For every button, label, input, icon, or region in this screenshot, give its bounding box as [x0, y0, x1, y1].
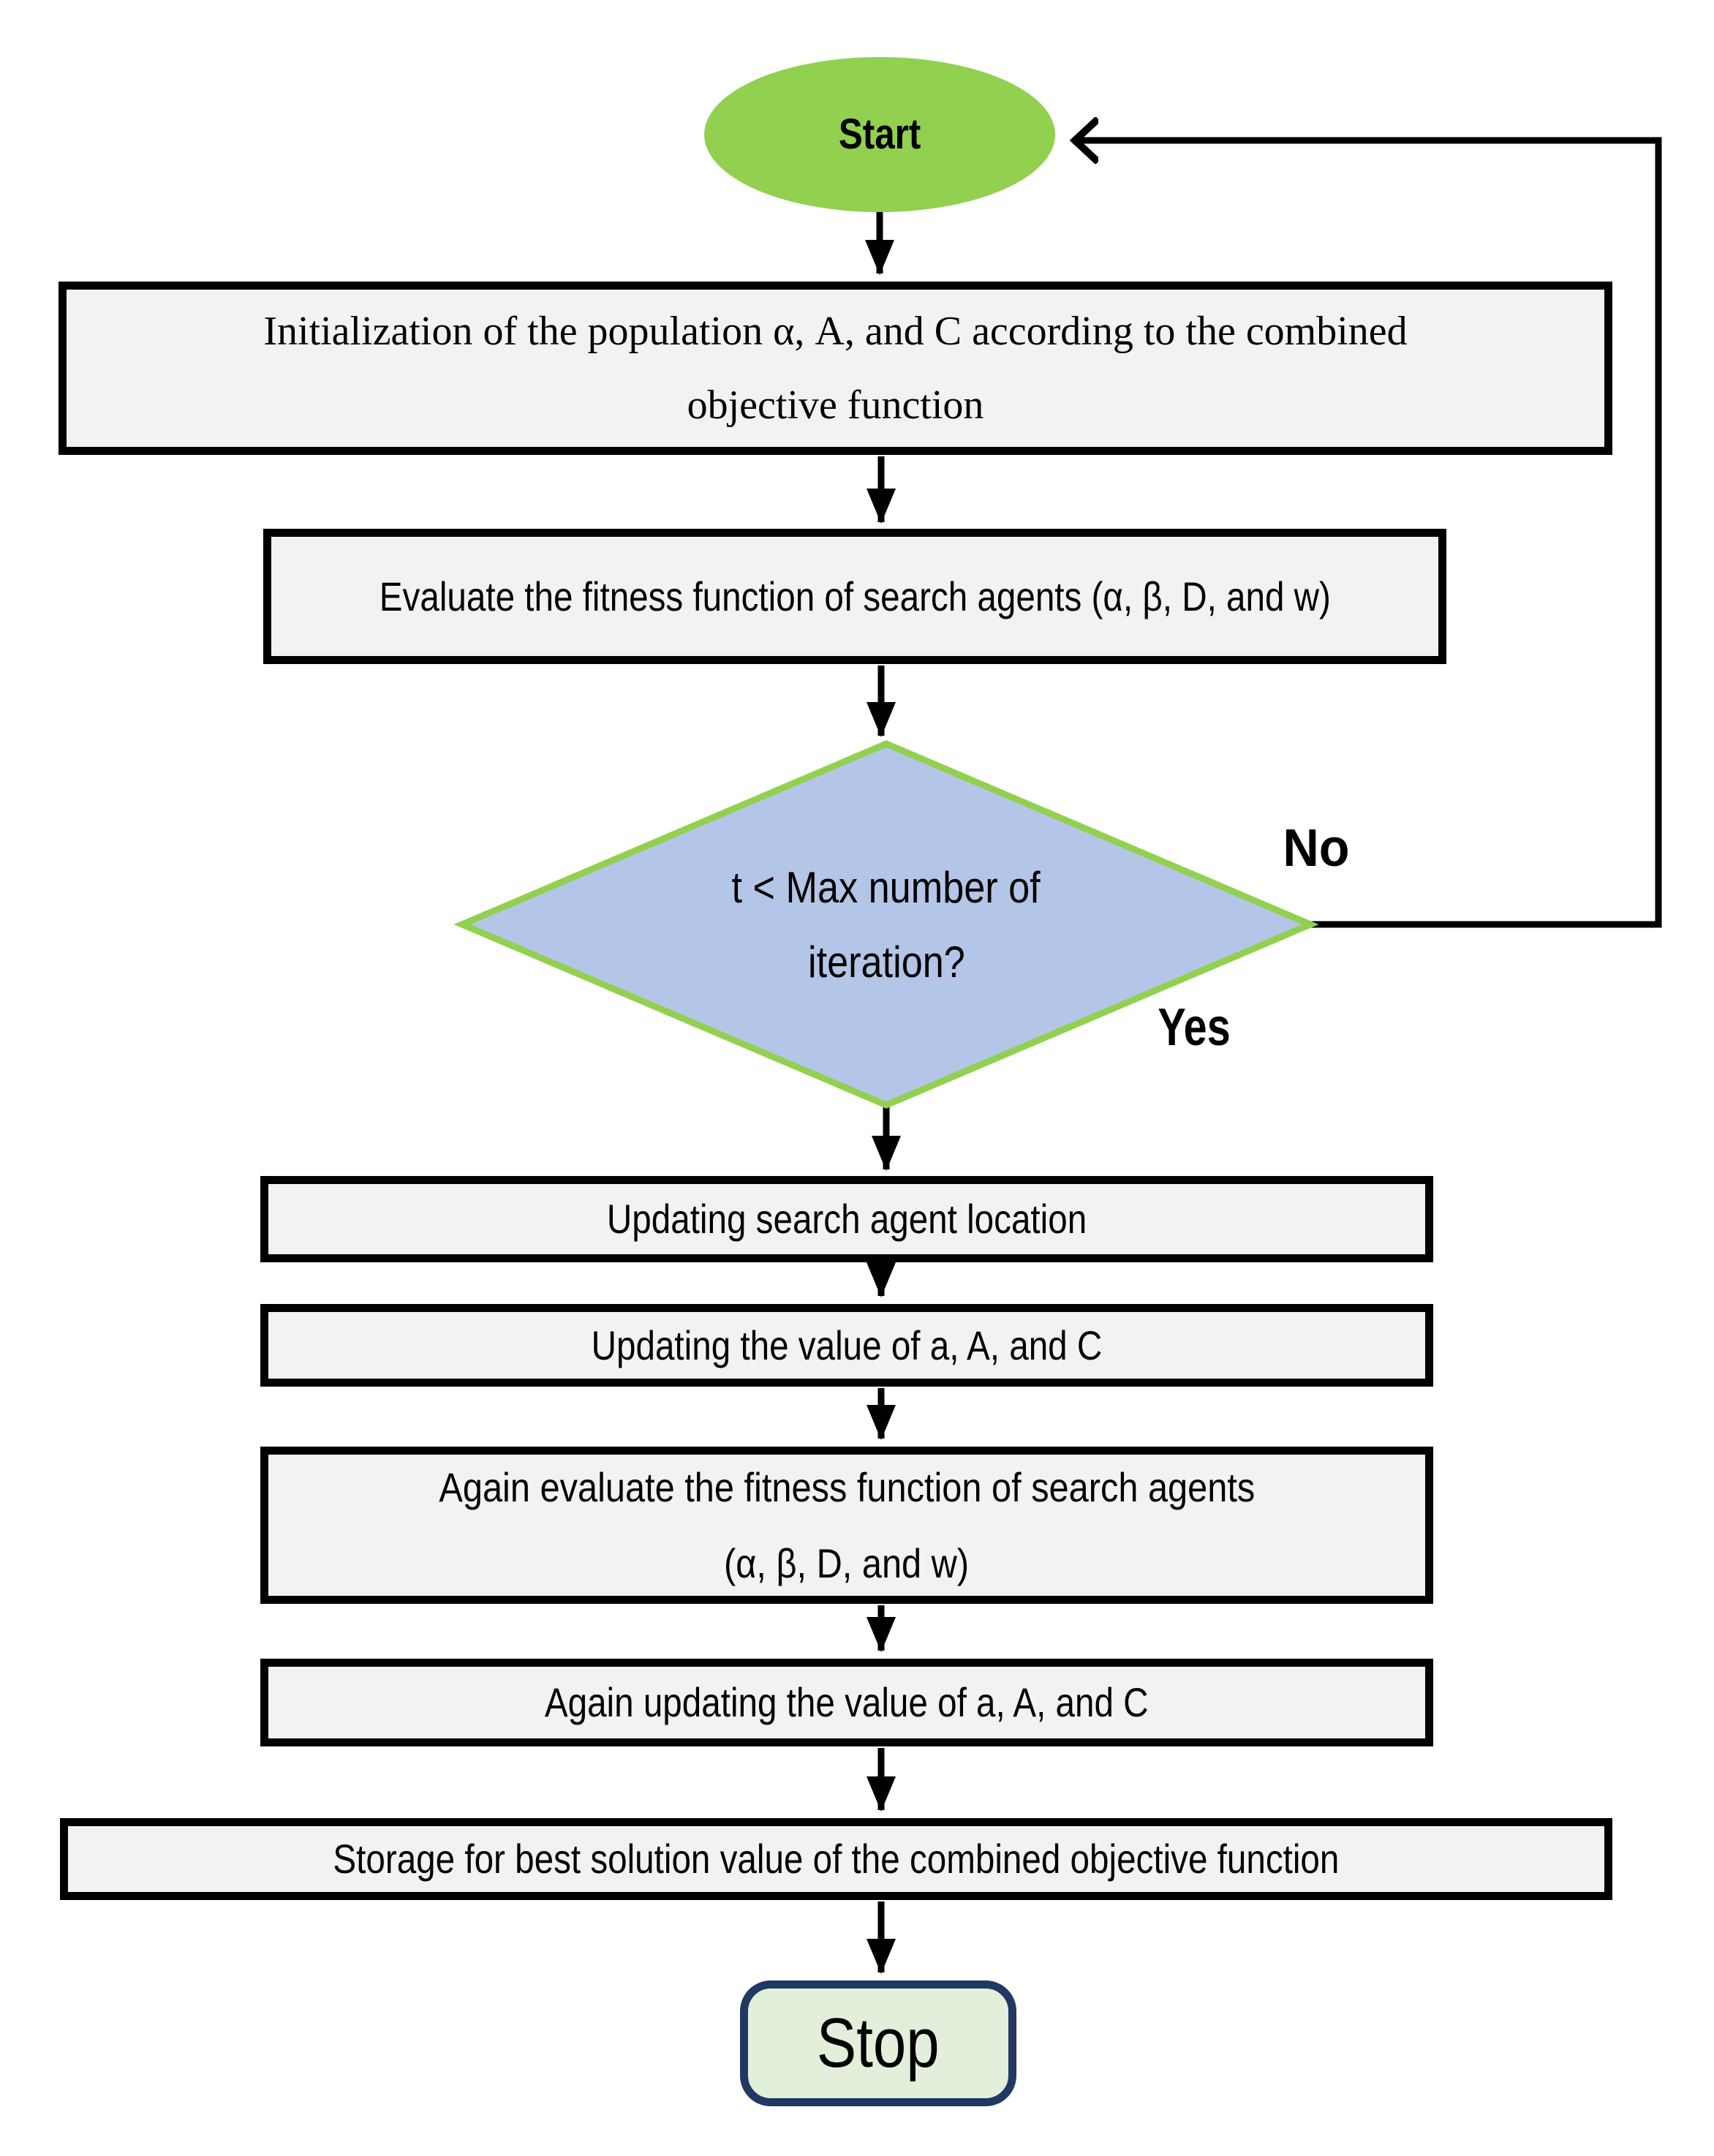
evaluate-fitness-label: Evaluate the fitness function of search … — [379, 573, 1331, 619]
init-population-box: Initialization of the population α, A, a… — [58, 282, 1612, 455]
start-label: Start — [838, 110, 921, 159]
init-population-line1: Initialization of the population α, A, a… — [263, 308, 1408, 354]
storage-box: Storage for best solution value of the c… — [60, 1818, 1612, 1900]
again-evaluate-line1: Again evaluate the fitness function of s… — [439, 1463, 1255, 1510]
start-node: Start — [704, 57, 1055, 212]
decision-line1: t < Max number of — [731, 863, 1041, 912]
stop-node: Stop — [740, 1980, 1016, 2106]
decision-diamond-shape — [453, 740, 1319, 1109]
init-population-line2: objective function — [687, 382, 984, 428]
update-location-box: Updating search agent location — [260, 1176, 1433, 1262]
update-location-label: Updating search agent location — [606, 1196, 1087, 1243]
storage-label: Storage for best solution value of the c… — [333, 1836, 1340, 1882]
update-values-box: Updating the value of a, A, and C — [260, 1304, 1433, 1387]
update-values-label: Updating the value of a, A, and C — [591, 1322, 1103, 1368]
no-branch-label: No — [1283, 818, 1350, 878]
again-evaluate-line2: (α, β, D, and w) — [724, 1539, 970, 1586]
decision-line2: iteration? — [807, 938, 965, 987]
again-update-box: Again updating the value of a, A, and C — [260, 1659, 1433, 1746]
evaluate-fitness-box: Evaluate the fitness function of search … — [263, 529, 1446, 664]
edge-decision-no-loop-to-start — [1076, 140, 1662, 928]
again-evaluate-box: Again evaluate the fitness function of s… — [260, 1447, 1433, 1604]
again-update-label: Again updating the value of a, A, and C — [545, 1679, 1149, 1726]
yes-branch-label: Yes — [1158, 998, 1231, 1057]
decision-diamond-text: t < Max number of iteration? — [535, 808, 1237, 1042]
stop-label: Stop — [817, 2004, 940, 2083]
